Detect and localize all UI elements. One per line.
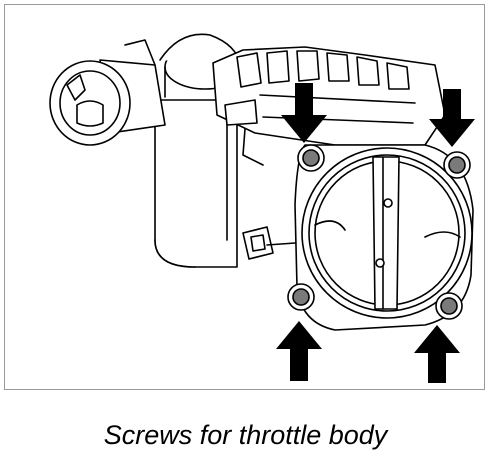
throttle-body-diagram — [49, 33, 475, 383]
arrow-top-left — [281, 83, 327, 143]
throttle-plate — [314, 156, 461, 310]
side-connector — [49, 39, 166, 146]
arrow-bottom-left — [276, 321, 322, 381]
upper-housing — [212, 46, 446, 241]
mounting-bracket — [242, 226, 296, 260]
screw-bottom-right — [435, 292, 463, 320]
figure-caption: Screws for throttle body — [103, 420, 388, 450]
arrow-bottom-right — [414, 325, 460, 383]
screw-bottom-left — [287, 283, 315, 311]
arrow-top-right — [429, 89, 475, 147]
screw-top-left — [297, 144, 325, 172]
screw-top-right — [443, 151, 471, 179]
diagram-frame — [4, 4, 485, 390]
